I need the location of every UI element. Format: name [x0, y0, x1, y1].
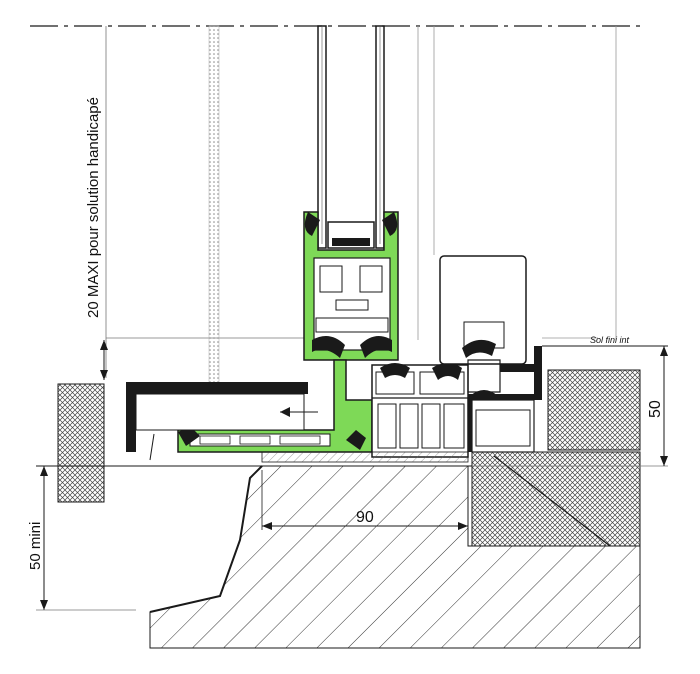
sill-base-strip: [261, 451, 469, 463]
concrete-slab: [471, 369, 641, 547]
dimension-90: [261, 470, 469, 530]
floor-note-label: Sol fini int: [590, 335, 630, 345]
left-wall-block: [57, 383, 105, 503]
dimension-20-maxi: [100, 340, 108, 380]
vertical-note-label: 20 MAXI pour solution handicapé: [85, 97, 102, 318]
dimension-50-mini: [36, 466, 136, 611]
dimension-90-label: 90: [356, 509, 374, 526]
glazing-unit: [317, 25, 385, 249]
sash-profile: [303, 211, 399, 361]
dimension-50-right: [660, 346, 668, 466]
dimension-50-right-label: 50: [647, 400, 664, 418]
exterior-sill: [126, 382, 318, 461]
dimension-50-mini-label: 50 mini: [27, 522, 44, 570]
floor-channel: [468, 346, 542, 453]
threshold-frame: [371, 363, 469, 458]
